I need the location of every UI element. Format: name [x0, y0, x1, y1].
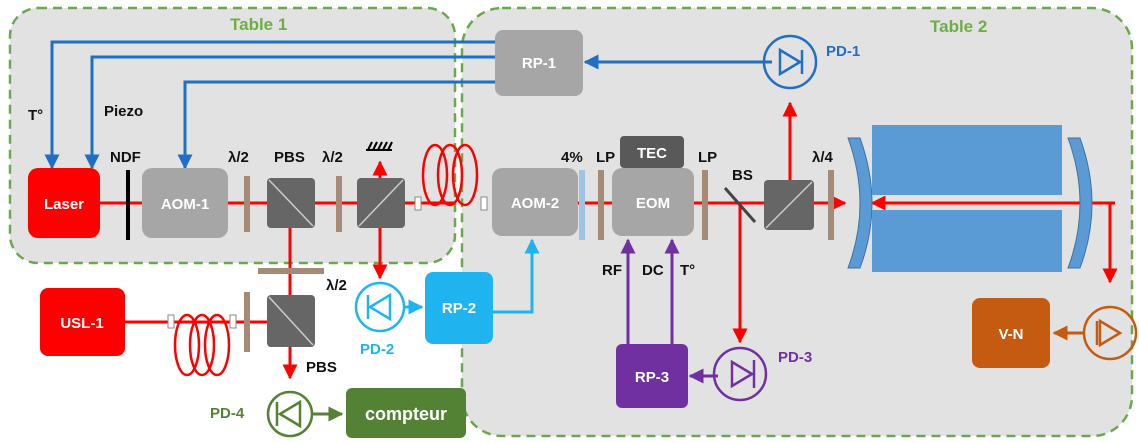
eom-box: [612, 168, 694, 236]
lp-2: [702, 170, 708, 240]
laser-box: [28, 168, 100, 238]
pbs-1-diagonal: [268, 179, 314, 227]
fiber-connector-2: [480, 196, 488, 211]
pbs-mirror-diagonal: [358, 179, 404, 227]
fiber-coil-1: [421, 143, 479, 207]
pd1-detector: [762, 34, 818, 90]
bs-label: BS: [732, 167, 753, 184]
quarter-wave-label: λ/4: [812, 149, 834, 166]
fiber-connector-4: [229, 314, 237, 329]
half-wave-plate-1: [244, 176, 250, 232]
lp-1-label: LP: [596, 149, 615, 166]
aom1-box: [142, 168, 228, 238]
four-percent-label: 4%: [561, 149, 583, 166]
pd2-detector: [354, 281, 406, 333]
tec-label: TEC: [637, 145, 667, 162]
rp1-feedback-lines: [44, 40, 772, 170]
fiber-connector-1: [414, 196, 422, 211]
aom2-label: AOM-2: [511, 195, 559, 212]
tec-box: [620, 136, 684, 168]
pbs-2-label: PBS: [306, 359, 337, 376]
compteur-label: compteur: [365, 404, 447, 424]
lp-1: [598, 170, 604, 240]
rf-label: RF: [602, 262, 622, 279]
pbs-1-label: PBS: [274, 149, 305, 166]
aom1-label: AOM-1: [161, 196, 209, 213]
laser-label: Laser: [44, 196, 84, 213]
compteur-box: [346, 388, 466, 438]
vn-label: V-N: [998, 326, 1023, 343]
pd1-label: PD-1: [826, 43, 860, 60]
aom2-box: [492, 168, 578, 236]
dc-label: DC: [642, 262, 664, 279]
rp3-label: RP-3: [635, 369, 669, 386]
pd3-label: PD-3: [778, 349, 812, 366]
usl1-box: [40, 288, 125, 356]
four-percent-plate: [579, 170, 585, 240]
half-wave-plate-2: [336, 176, 342, 232]
half-wave-2-label: λ/2: [322, 149, 343, 166]
temp-eom-label: T°: [680, 262, 695, 279]
fiber-coil-2: [173, 313, 231, 377]
pbs-3-diagonal: [765, 181, 813, 229]
quarter-wave-plate: [828, 170, 834, 240]
ndf-label: NDF: [110, 149, 141, 166]
piezo-label: Piezo: [104, 103, 143, 120]
eom-label: EOM: [636, 195, 670, 212]
rp1-label: RP-1: [522, 55, 556, 72]
rp2-label: RP-2: [442, 300, 476, 317]
rp2-box: [425, 272, 493, 344]
half-wave-3-label: λ/2: [326, 277, 347, 294]
pd3-detector: [712, 346, 768, 402]
mirror-icon: [366, 141, 393, 151]
rp2-to-aom2-line: [493, 238, 540, 314]
half-wave-plate-3: [258, 268, 324, 274]
usl1-label: USL-1: [60, 315, 103, 332]
pd4-detector: [266, 390, 314, 438]
vn-box: [972, 298, 1050, 368]
pd2-label: PD-2: [360, 341, 394, 358]
half-wave-plate-4: [244, 292, 250, 352]
half-wave-1-label: λ/2: [228, 149, 249, 166]
temp-laser-label: T°: [28, 107, 43, 124]
rp1-box: [495, 30, 583, 96]
beam-splitter: [723, 187, 757, 223]
pbs-2-diagonal: [268, 296, 314, 346]
fiber-connector-3: [167, 314, 175, 329]
table-1-area: [8, 6, 457, 265]
table-2-label: Table 2: [930, 17, 987, 36]
table-1-label: Table 1: [230, 15, 287, 34]
optical-cavity: [847, 125, 1093, 272]
pd4-label: PD-4: [210, 405, 245, 422]
rp3-box: [616, 344, 688, 408]
lp-2-label: LP: [698, 149, 717, 166]
